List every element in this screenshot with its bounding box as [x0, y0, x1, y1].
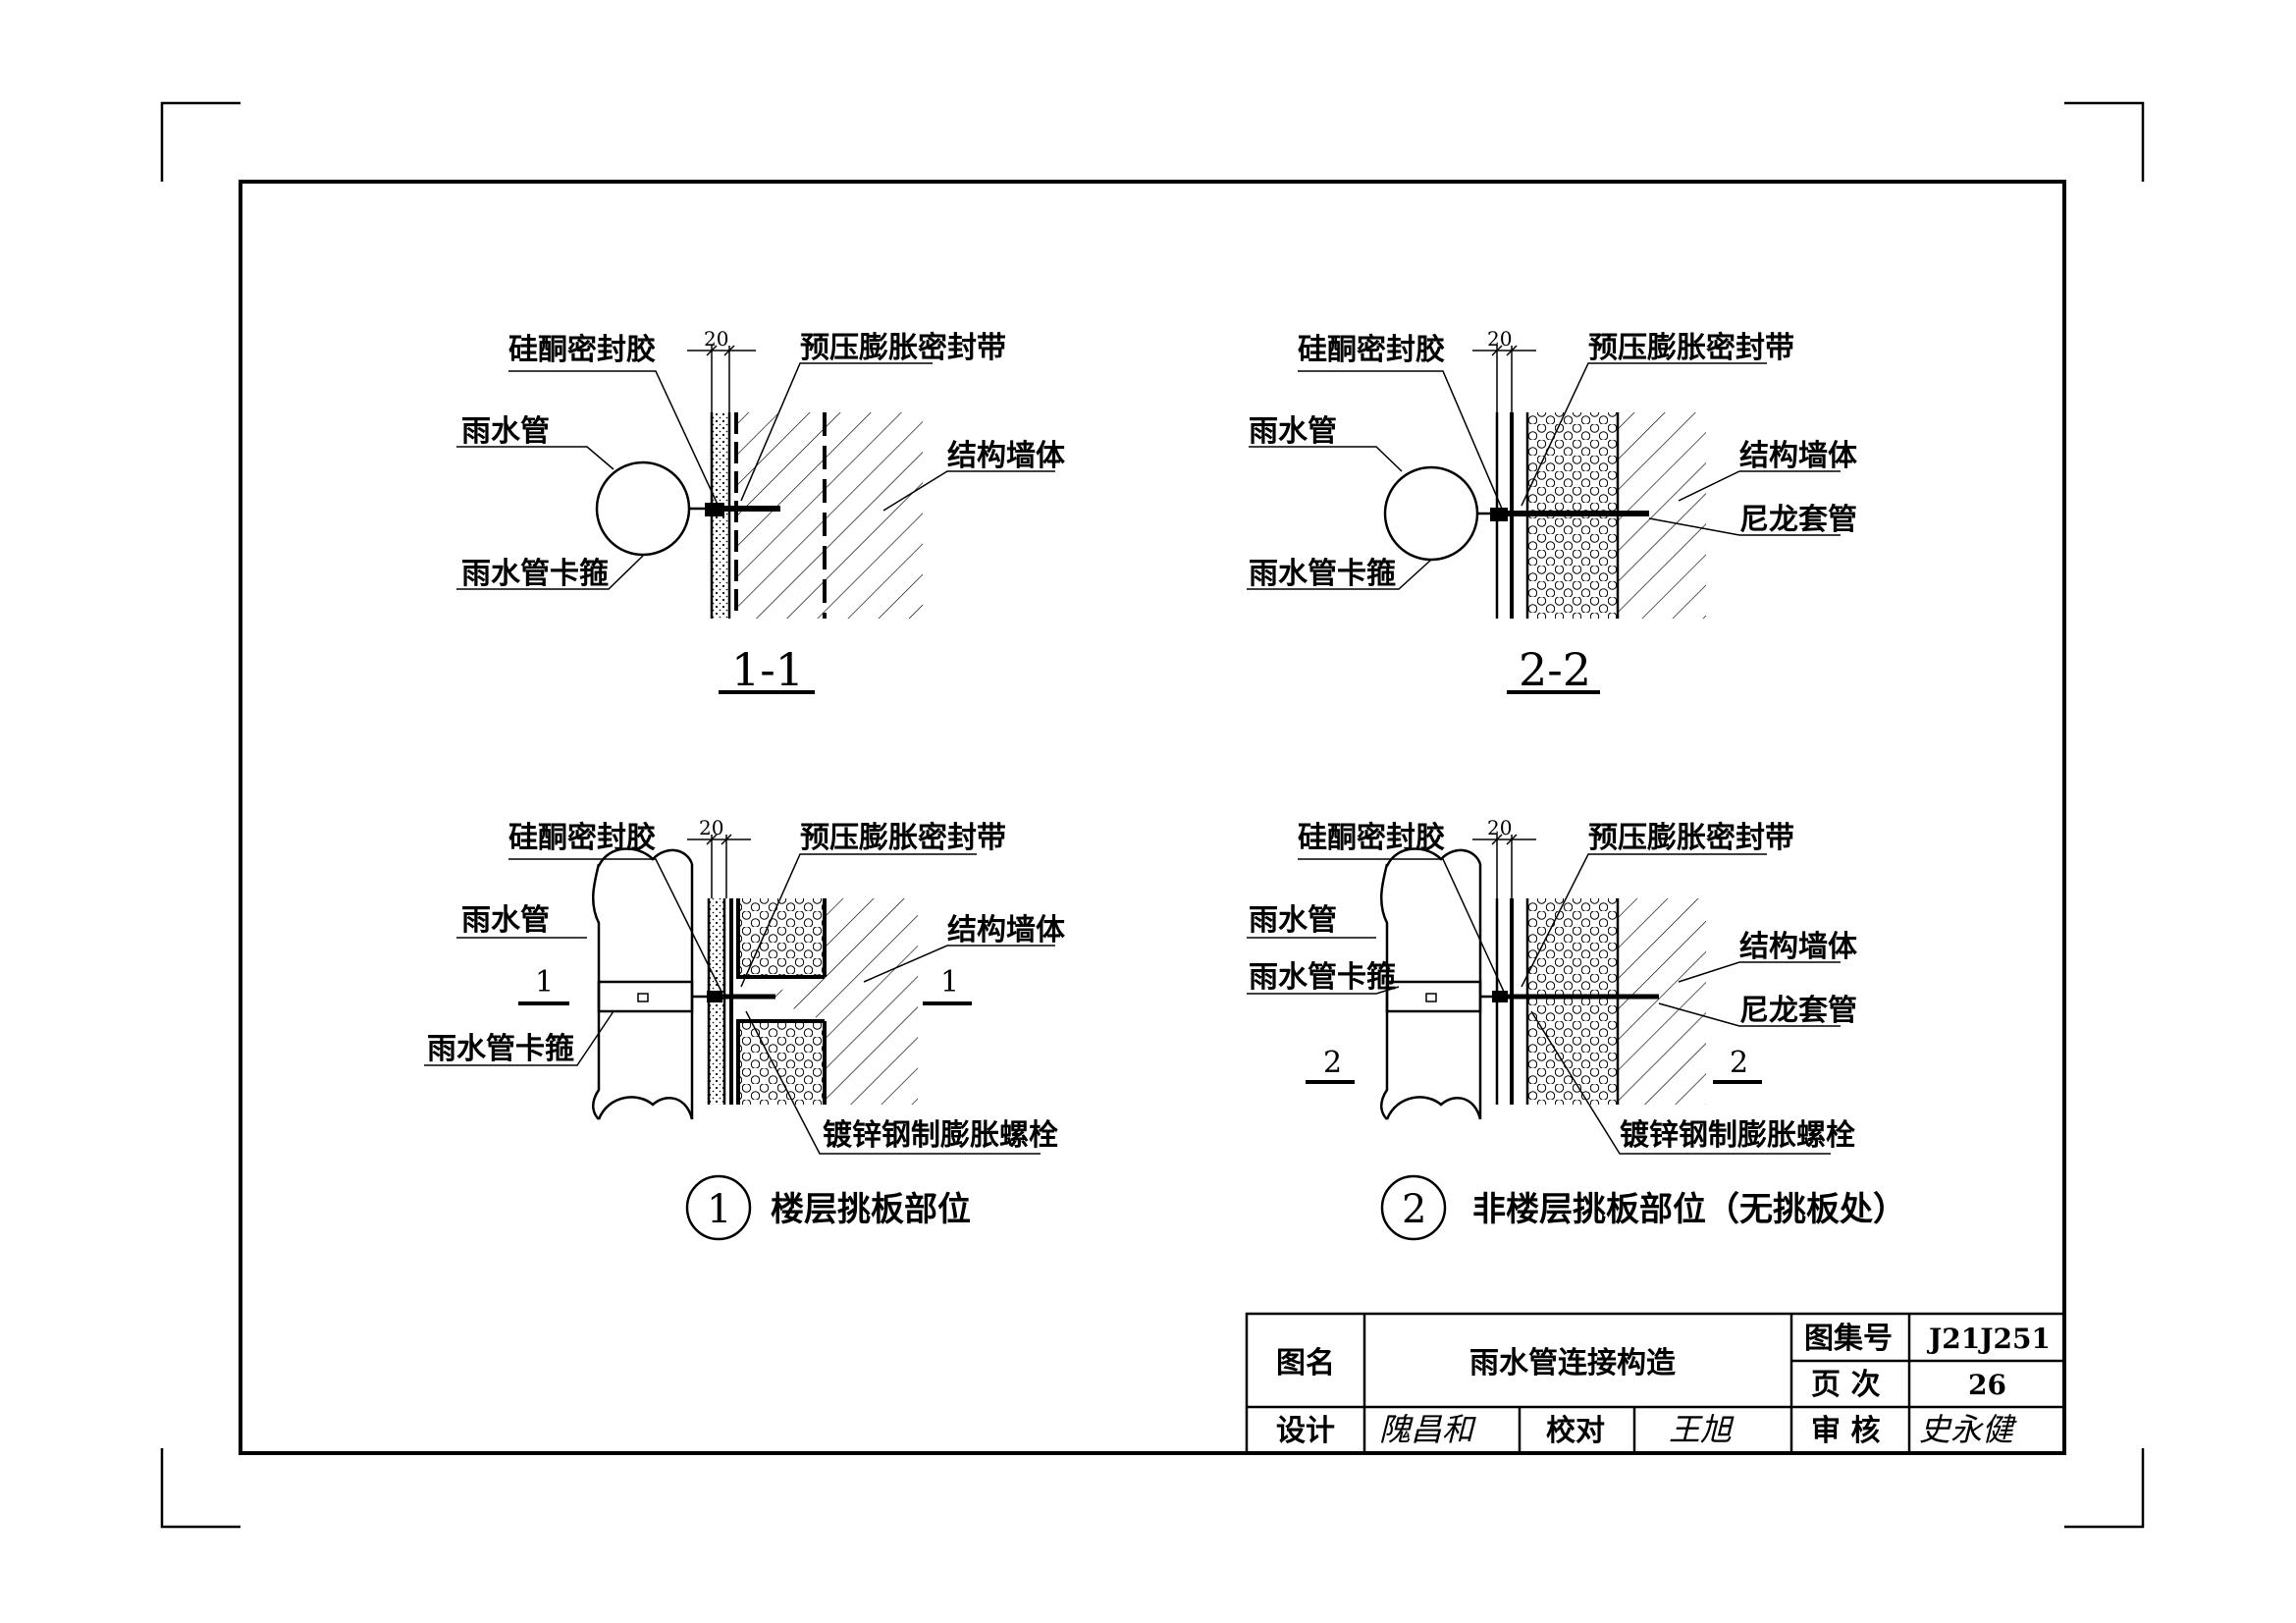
drawing-frame [239, 180, 2066, 1455]
label-pipe-clamp: 雨水管卡箍 [1249, 960, 1396, 995]
label-sealant: 硅酮密封胶 [508, 333, 656, 367]
tb-name-value: 雨水管连接构造 [1469, 1346, 1676, 1380]
dim-20: 20 [1487, 816, 1512, 839]
tb-review-signature: 史永健 [1919, 1411, 2017, 1448]
detail-1: 20 硅酮密封胶 预压膨胀密封带 雨水管 雨水管卡箍 结构墙体 镀锌钢制膨胀螺栓… [424, 816, 1066, 1241]
tb-review-label: 审 核 [1811, 1414, 1880, 1448]
tb-page-label: 页 次 [1811, 1368, 1880, 1402]
label-sealing-tape: 预压膨胀密封带 [1588, 331, 1794, 365]
label-rain-pipe: 雨水管 [1249, 903, 1337, 938]
tb-name-label: 图名 [1276, 1346, 1335, 1380]
label-structural-wall: 结构墙体 [1739, 930, 1858, 964]
tb-check-label: 校对 [1546, 1414, 1605, 1448]
cut-mark-2-right: 2 [1730, 1046, 1748, 1080]
label-sealing-tape: 预压膨胀密封带 [1588, 821, 1794, 855]
label-sealing-tape: 预压膨胀密封带 [800, 331, 1006, 365]
section-1-1: 20 硅酮密封胶 预压膨胀密封带 雨水管 雨水管卡箍 结构墙体 1-1 [456, 327, 1066, 696]
crop-marks [160, 101, 2145, 1529]
cut-mark-1-right: 1 [940, 965, 959, 1000]
dim-20: 20 [699, 816, 723, 839]
label-rain-pipe: 雨水管 [1249, 414, 1337, 449]
label-pipe-clamp: 雨水管卡箍 [1249, 557, 1396, 591]
tb-design-signature: 隗昌和 [1379, 1411, 1476, 1448]
label-pipe-clamp: 雨水管卡箍 [461, 557, 609, 591]
label-rain-pipe: 雨水管 [461, 903, 550, 938]
label-sealant: 硅酮密封胶 [508, 821, 656, 855]
dim-20: 20 [704, 327, 728, 351]
title-block: 图名 雨水管连接构造 图集号 J21J251 页 次 26 设计 隗昌和 校对 … [1245, 1312, 2066, 1455]
dim-20: 20 [1487, 327, 1512, 351]
detail-caption-1: 楼层挑板部位 [771, 1190, 971, 1229]
tb-atlas-label: 图集号 [1804, 1322, 1893, 1356]
tb-page-value: 26 [1968, 1369, 2006, 1401]
label-structural-wall: 结构墙体 [1739, 439, 1858, 473]
cut-mark-2-left: 2 [1323, 1046, 1342, 1080]
label-expansion-bolt: 镀锌钢制膨胀螺栓 [823, 1118, 1058, 1153]
label-pipe-clamp: 雨水管卡箍 [427, 1032, 574, 1066]
detail-2: 20 硅酮密封胶 预压膨胀密封带 雨水管 雨水管卡箍 结构墙体 尼龙套管 镀锌钢… [1247, 816, 1906, 1241]
label-rain-pipe: 雨水管 [461, 414, 550, 449]
label-nylon-sleeve: 尼龙套管 [1739, 994, 1857, 1028]
tb-atlas-value: J21J251 [1926, 1323, 2051, 1355]
section-2-2: 20 硅酮密封胶 预压膨胀密封带 雨水管 雨水管卡箍 结构墙体 尼龙套管 2-2 [1247, 327, 1858, 696]
label-sealing-tape: 预压膨胀密封带 [800, 821, 1006, 855]
label-expansion-bolt: 镀锌钢制膨胀螺栓 [1620, 1118, 1855, 1153]
detail-number-1: 1 [707, 1187, 731, 1232]
label-structural-wall: 结构墙体 [947, 913, 1066, 947]
label-sealant: 硅酮密封胶 [1298, 333, 1445, 367]
detail-number-2: 2 [1402, 1187, 1426, 1232]
label-nylon-sleeve: 尼龙套管 [1739, 503, 1857, 537]
label-sealant: 硅酮密封胶 [1298, 821, 1445, 855]
section-title-1-1: 1-1 [731, 643, 804, 696]
tb-check-signature: 王旭 [1669, 1411, 1735, 1448]
label-structural-wall: 结构墙体 [947, 439, 1066, 473]
cut-mark-1-left: 1 [535, 965, 554, 1000]
detail-caption-2: 非楼层挑板部位（无挑板处） [1472, 1190, 1906, 1229]
tb-design-label: 设计 [1276, 1414, 1335, 1448]
section-title-2-2: 2-2 [1519, 643, 1591, 696]
